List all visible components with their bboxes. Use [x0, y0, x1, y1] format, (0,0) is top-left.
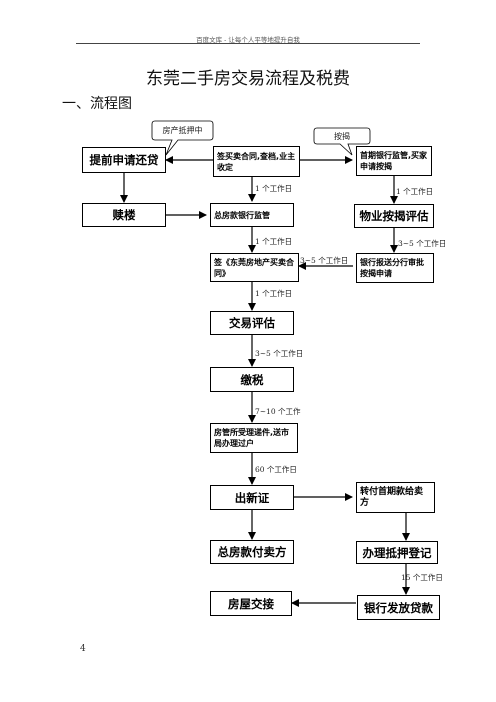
duration-label: 7~10 个工作 [255, 407, 301, 416]
box-mortgage-reg: 办理抵押登记 [356, 541, 438, 564]
section-heading: 一、流程图 [62, 96, 132, 112]
box-loan-release: 银行发放贷款 [357, 595, 440, 620]
box-dg-contract: 签《东莞房地产买卖合同》 [210, 253, 299, 282]
callout-loan: 按揭 [315, 129, 369, 143]
box-transfer-down: 转付首期款给卖方 [356, 482, 435, 513]
box-redeem: 赎楼 [82, 203, 166, 227]
box-trade-eval: 交易评估 [210, 311, 294, 335]
duration-label: 3~5 个工作日 [300, 256, 349, 265]
box-escrow: 总房款银行监管 [210, 203, 294, 227]
duration-label: 3~5 个工作日 [398, 239, 447, 248]
box-bank-approve: 银行报送分行审批按揭申请 [356, 253, 434, 283]
callout-mortgage: 房产抵押中 [153, 122, 212, 139]
document-title: 东莞二手房交易流程及税费 [146, 69, 350, 89]
box-tax: 缴税 [210, 367, 294, 392]
page-header: 百度文库 - 让每个人平等地提升自我 [196, 36, 300, 44]
duration-label: 1 个工作日 [255, 237, 293, 246]
duration-label: 15 个工作日 [401, 573, 443, 582]
page-number: 4 [80, 644, 86, 654]
box-pay-seller: 总房款付卖方 [210, 540, 294, 564]
box-handover: 房屋交接 [210, 591, 292, 616]
box-appraise-loan: 物业按揭评估 [354, 204, 434, 228]
box-registry: 房管所受理递件,送市局办理过户 [210, 423, 298, 453]
box-prepay: 提前申请还贷 [82, 147, 166, 173]
box-new-cert: 出新证 [210, 485, 294, 510]
duration-label: 1 个工作日 [255, 184, 293, 193]
duration-label: 1 个工作日 [255, 289, 293, 298]
duration-label: 1 个工作日 [396, 187, 434, 196]
duration-label: 60 个工作日 [255, 465, 297, 474]
box-bank-apply: 首期银行监管,买家申请按揭 [356, 146, 432, 176]
box-contract: 签买卖合同,查档,业主收定 [213, 146, 300, 177]
duration-label: 3~5 个工作日 [255, 349, 304, 358]
header-rule [76, 43, 420, 44]
